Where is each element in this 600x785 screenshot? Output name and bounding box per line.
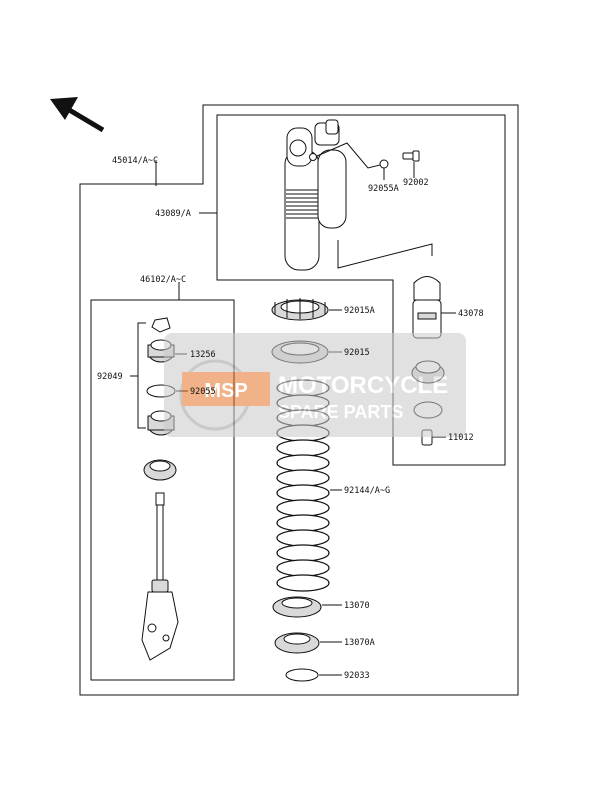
label-11012: 11012 bbox=[448, 433, 474, 443]
shock-body-subassembly-frame bbox=[216, 114, 506, 466]
shock-body-part bbox=[284, 119, 347, 271]
label-92049: 92049 bbox=[97, 372, 123, 382]
damper-rod bbox=[141, 492, 179, 661]
nut-top-left bbox=[151, 317, 171, 333]
watermark-logo: MSP MOTORCYCLE SPARE PARTS bbox=[164, 333, 466, 437]
outer-assembly-frame bbox=[79, 104, 519, 696]
bracket-92049 bbox=[137, 322, 146, 429]
arrow-up-left-icon bbox=[50, 97, 105, 133]
spring-seat-13070a bbox=[274, 632, 320, 654]
lock-nut-92015a bbox=[271, 298, 329, 321]
label-45014: 45014/A~C bbox=[112, 156, 158, 166]
watermark-line2: SPARE PARTS bbox=[278, 402, 403, 422]
label-92055a: 92055A bbox=[368, 184, 399, 194]
label-92055: 92055 bbox=[190, 387, 216, 397]
bump-rubber-43078 bbox=[412, 276, 442, 339]
label-92015a: 92015A bbox=[344, 306, 375, 316]
label-13256: 13256 bbox=[190, 350, 216, 360]
seal-cap-left bbox=[143, 459, 177, 481]
label-92033: 92033 bbox=[344, 671, 370, 681]
label-43078: 43078 bbox=[458, 309, 484, 319]
damper-rod-subassembly-frame bbox=[90, 299, 235, 681]
label-43089: 43089/A bbox=[155, 209, 191, 219]
label-13070a: 13070A bbox=[344, 638, 375, 648]
spring-seat-13070 bbox=[272, 596, 322, 618]
o-ring-92055a bbox=[379, 159, 389, 169]
watermark-logo-text: MSP bbox=[204, 380, 247, 402]
label-92002: 92002 bbox=[403, 178, 429, 188]
circlip-92033 bbox=[285, 668, 319, 682]
label-92015: 92015 bbox=[344, 348, 370, 358]
label-92144: 92144/A~G bbox=[344, 486, 390, 496]
label-46102: 46102/A~C bbox=[140, 275, 186, 285]
label-13070: 13070 bbox=[344, 601, 370, 611]
watermark-line1: MOTORCYCLE bbox=[278, 372, 448, 399]
leader-lines-upper bbox=[155, 142, 433, 300]
bolt-92002 bbox=[402, 150, 420, 162]
